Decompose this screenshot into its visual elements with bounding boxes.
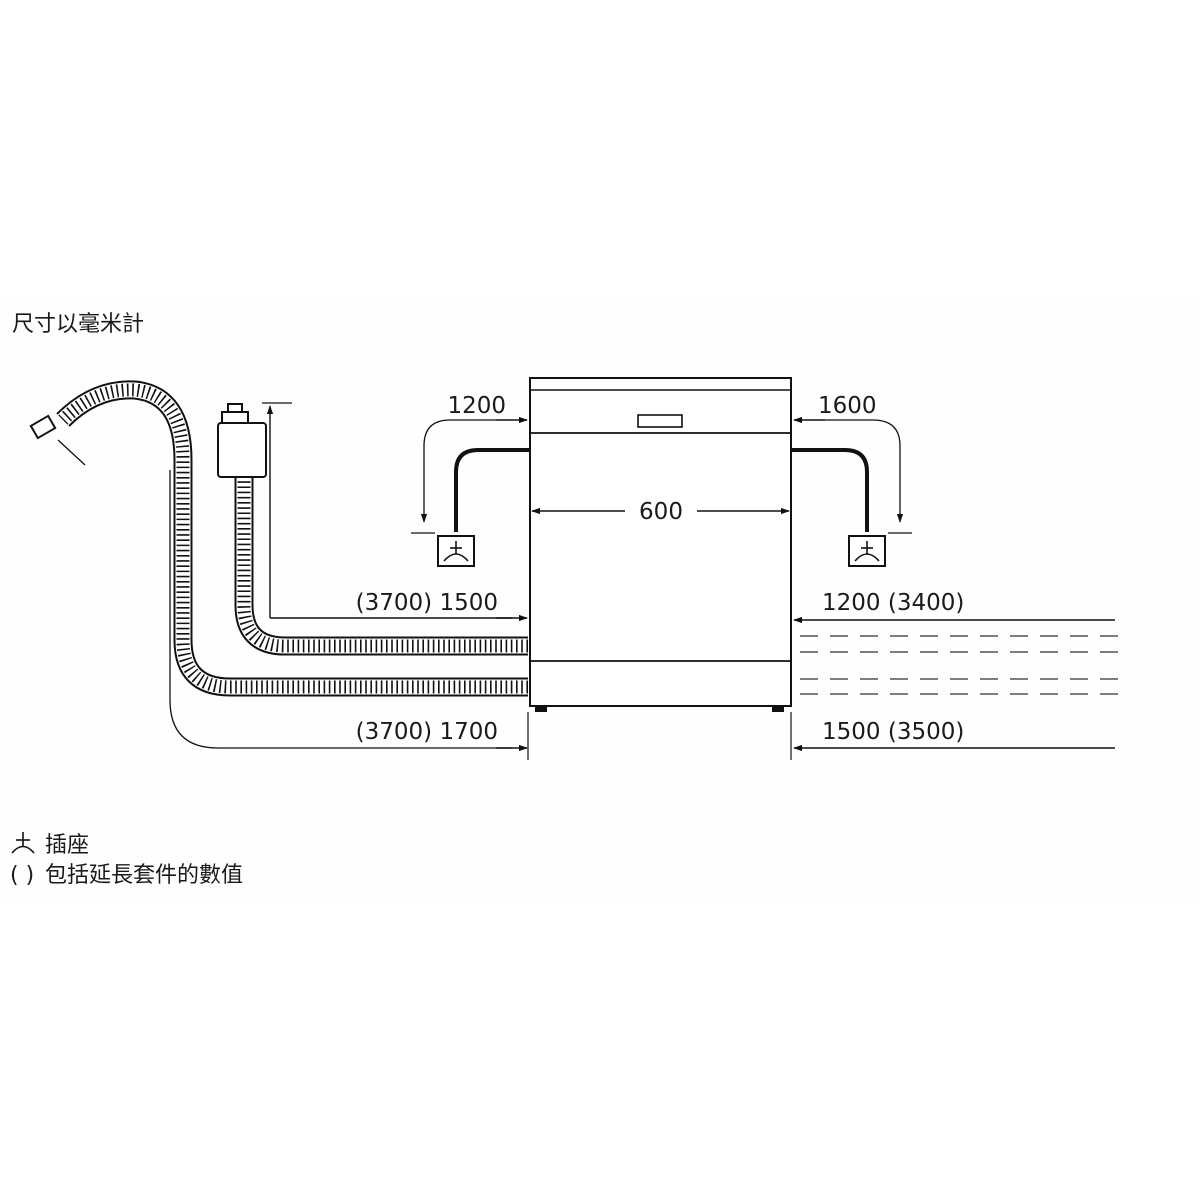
socket-legend-icon	[11, 832, 35, 854]
drain-hose-right-length: 1200 (3400)	[822, 590, 964, 616]
units-note: 尺寸以毫米計	[12, 312, 144, 337]
drain-hose	[234, 477, 528, 656]
inlet-hose-left-length: (3700) 1700	[356, 719, 498, 745]
aquastop-valve	[217, 403, 267, 478]
dishwasher	[529, 377, 792, 712]
control-panel-display	[637, 414, 683, 428]
socket-icon-left	[437, 535, 475, 567]
drain-hose-left-length: (3700) 1500	[356, 590, 498, 616]
hose-end-connector	[29, 414, 57, 440]
power-cord-left-length: 1200	[447, 393, 506, 419]
legend: 插座 ( ) 包括延長套件的數值	[10, 832, 243, 888]
inlet-hose-right-length: 1500 (3500)	[822, 719, 964, 745]
socket-legend-label: 插座	[45, 833, 89, 858]
bracket-legend-symbol: ( )	[10, 863, 34, 888]
power-cord-right-length: 1600	[818, 393, 877, 419]
foot-left	[535, 706, 547, 712]
width-dimension: 600	[639, 499, 683, 525]
right-hose-routes	[793, 616, 1118, 752]
power-cord-right	[791, 448, 869, 532]
socket-icon-right	[848, 535, 886, 567]
power-cord-left	[454, 448, 530, 532]
bracket-legend-label: 包括延長套件的數值	[45, 863, 243, 888]
inlet-hose	[29, 380, 528, 697]
foot-right	[772, 706, 784, 712]
inlet-hose-length-line	[169, 470, 512, 749]
